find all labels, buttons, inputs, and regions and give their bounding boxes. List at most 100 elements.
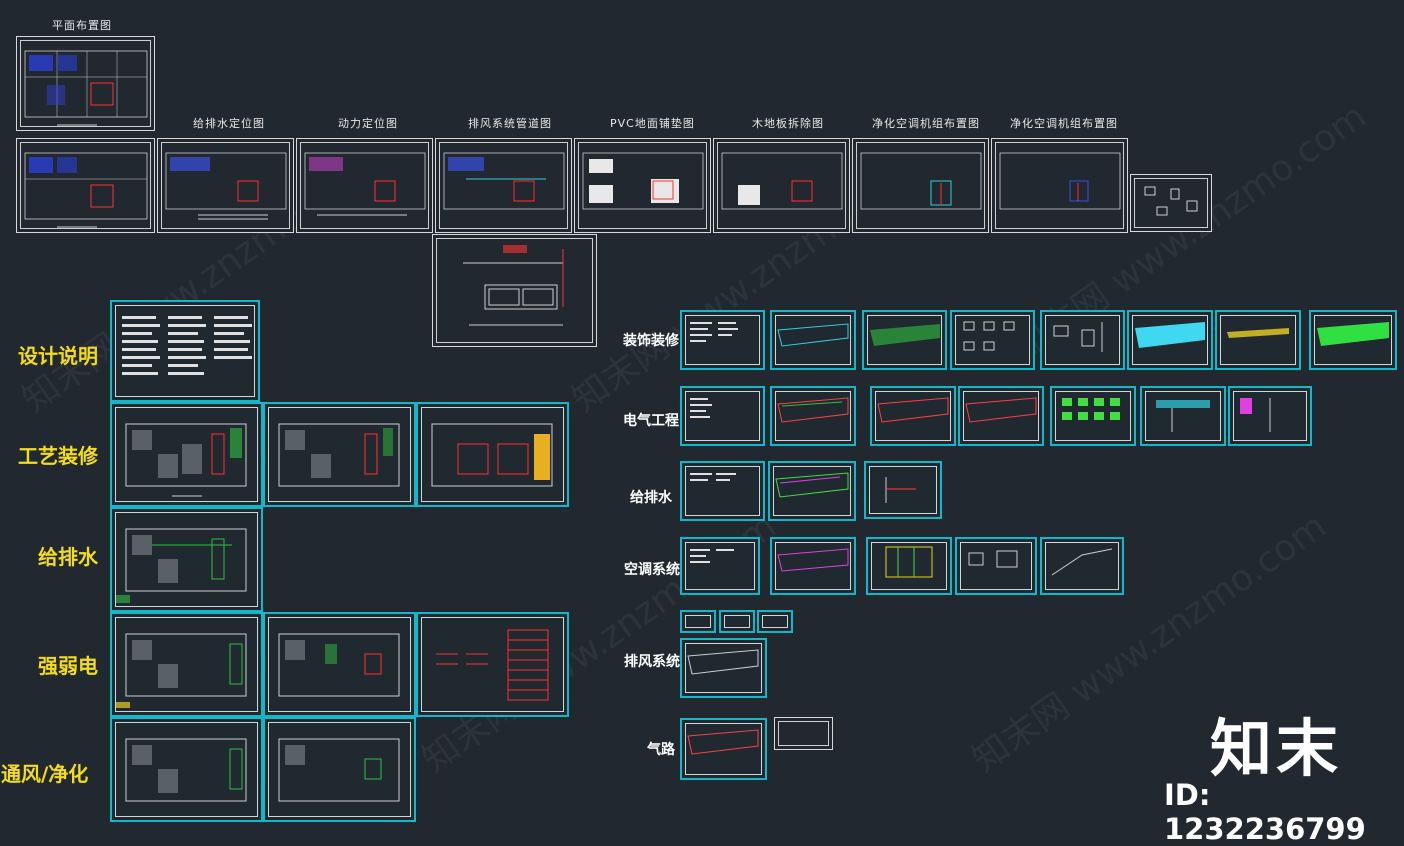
text-notes-drawing xyxy=(690,322,738,342)
sheet-title: 净化空调机组布置图 xyxy=(872,117,980,130)
detail-sheet[interactable] xyxy=(1130,174,1212,232)
floor-plan-drawing xyxy=(304,152,426,216)
electrical-plan-sheet[interactable] xyxy=(770,386,856,446)
gas-detail-sheet[interactable] xyxy=(774,717,833,750)
ventilation-sheet-1[interactable] xyxy=(110,717,263,822)
decoration-plan-sheet[interactable] xyxy=(770,310,856,370)
plan-drawing xyxy=(1135,322,1205,348)
floor-plan-drawing xyxy=(721,152,843,210)
plan-drawing xyxy=(775,472,849,498)
category-label: 装饰装修 xyxy=(623,333,679,349)
floor-plan-drawing xyxy=(278,423,400,487)
decoration-plan-sheet[interactable] xyxy=(1309,310,1397,370)
category-label: 给排水 xyxy=(630,490,672,506)
decoration-detail-sheet[interactable] xyxy=(950,310,1035,370)
ac-notes-sheet[interactable] xyxy=(680,537,760,595)
category-label: 通风/净化 xyxy=(1,762,89,786)
craft-decoration-sheet-3[interactable] xyxy=(416,402,569,507)
power-weak-current-sheet-2[interactable] xyxy=(263,612,416,717)
electrical-detail-sheet[interactable] xyxy=(1140,386,1226,446)
sheet-title: 木地板拆除图 xyxy=(752,117,824,130)
electrical-notes-sheet[interactable] xyxy=(680,386,765,446)
power-system-diagram-sheet[interactable] xyxy=(416,612,569,717)
floor-plan-drawing xyxy=(443,152,565,210)
electrical-plan-sheet[interactable] xyxy=(870,386,956,446)
exhaust-mini-sheet[interactable] xyxy=(719,610,755,633)
decoration-plan-sheet[interactable] xyxy=(1127,310,1213,370)
plan-drawing xyxy=(777,548,849,572)
plan-sheet-main[interactable] xyxy=(16,36,155,131)
plan-drawing xyxy=(965,397,1037,423)
electrical-plan-sheet[interactable] xyxy=(958,386,1044,446)
plan-drawing xyxy=(687,729,759,755)
ac-unit-layout-sheet-2[interactable] xyxy=(991,138,1128,233)
floor-plan-drawing xyxy=(278,738,400,802)
text-notes-drawing xyxy=(690,549,734,563)
power-weak-current-sheet-1[interactable] xyxy=(110,612,263,717)
design-notes-sheet[interactable] xyxy=(110,300,260,402)
text-notes-drawing xyxy=(690,473,736,481)
sheet-title: 排风系统管道图 xyxy=(468,117,552,130)
floor-plan-drawing xyxy=(24,152,148,228)
electrical-system-sheet[interactable] xyxy=(1050,386,1136,446)
wood-floor-removal-sheet[interactable] xyxy=(713,138,850,233)
decoration-plan-sheet[interactable] xyxy=(1215,310,1301,370)
detail-drawing xyxy=(1156,400,1210,432)
sheet-title: 给排水定位图 xyxy=(193,117,265,130)
floor-plan-drawing xyxy=(431,423,553,487)
exhaust-duct-sheet[interactable] xyxy=(435,138,572,233)
water-supply-sheet[interactable] xyxy=(157,138,294,233)
power-location-sheet[interactable] xyxy=(296,138,433,233)
detail-drawing xyxy=(1240,398,1271,432)
water-plan-sheet[interactable] xyxy=(768,461,856,521)
plan-sheet[interactable] xyxy=(16,138,155,233)
exhaust-mini-sheet[interactable] xyxy=(757,610,793,633)
category-label: 给排水 xyxy=(38,545,98,569)
exhaust-mini-sheet[interactable] xyxy=(680,610,716,633)
system-diagram-drawing xyxy=(885,477,916,503)
ac-plan-sheet[interactable] xyxy=(770,537,856,595)
floor-plan-drawing xyxy=(24,50,148,126)
detail-drawing xyxy=(968,550,1018,568)
system-diagram-sheet[interactable] xyxy=(432,234,597,347)
plan-layout-title: 平面布置图 xyxy=(52,19,112,32)
category-label: 电气工程 xyxy=(623,413,679,429)
decoration-detail-sheet[interactable] xyxy=(1040,310,1125,370)
decoration-notes-sheet[interactable] xyxy=(680,310,765,370)
floor-plan-drawing xyxy=(999,152,1121,210)
category-label: 排风系统 xyxy=(624,654,680,670)
category-label: 空调系统 xyxy=(624,562,680,578)
floor-plan-drawing xyxy=(860,152,982,210)
ac-detail-sheet[interactable] xyxy=(955,537,1037,595)
text-notes-drawing xyxy=(690,398,712,418)
system-diagram-drawing xyxy=(436,629,549,701)
detail-drawing xyxy=(1144,186,1198,216)
system-diagram-drawing xyxy=(463,245,564,326)
brand-logo: 知末 xyxy=(1210,712,1343,785)
water-drainage-sheet[interactable] xyxy=(110,507,263,612)
resource-id: ID: 1232236799 xyxy=(1164,778,1366,846)
craft-decoration-sheet-1[interactable] xyxy=(110,402,263,507)
exhaust-plan-sheet[interactable] xyxy=(680,638,767,698)
plan-drawing xyxy=(777,397,849,423)
floor-plan-drawing xyxy=(582,152,704,210)
water-system-sheet[interactable] xyxy=(864,461,942,519)
ventilation-sheet-2[interactable] xyxy=(263,717,416,822)
detail-drawing xyxy=(1053,322,1103,352)
floor-plan-drawing xyxy=(125,738,247,802)
pvc-floor-sheet[interactable] xyxy=(574,138,711,233)
category-label: 强弱电 xyxy=(38,654,98,678)
ac-detail-sheet[interactable] xyxy=(1040,537,1124,595)
sheet-title: 净化空调机组布置图 xyxy=(1010,117,1118,130)
electrical-detail-sheet[interactable] xyxy=(1228,386,1312,446)
floor-plan-drawing xyxy=(116,633,247,708)
ac-unit-layout-sheet[interactable] xyxy=(852,138,989,233)
decoration-plan-sheet[interactable] xyxy=(862,310,947,370)
water-notes-sheet[interactable] xyxy=(680,461,765,521)
gas-plan-sheet[interactable] xyxy=(680,718,767,780)
ac-system-sheet[interactable] xyxy=(866,537,952,595)
floor-plan-drawing xyxy=(165,152,287,220)
craft-decoration-sheet-2[interactable] xyxy=(263,402,416,507)
plan-drawing xyxy=(1227,328,1289,338)
detail-drawing xyxy=(1051,548,1113,576)
